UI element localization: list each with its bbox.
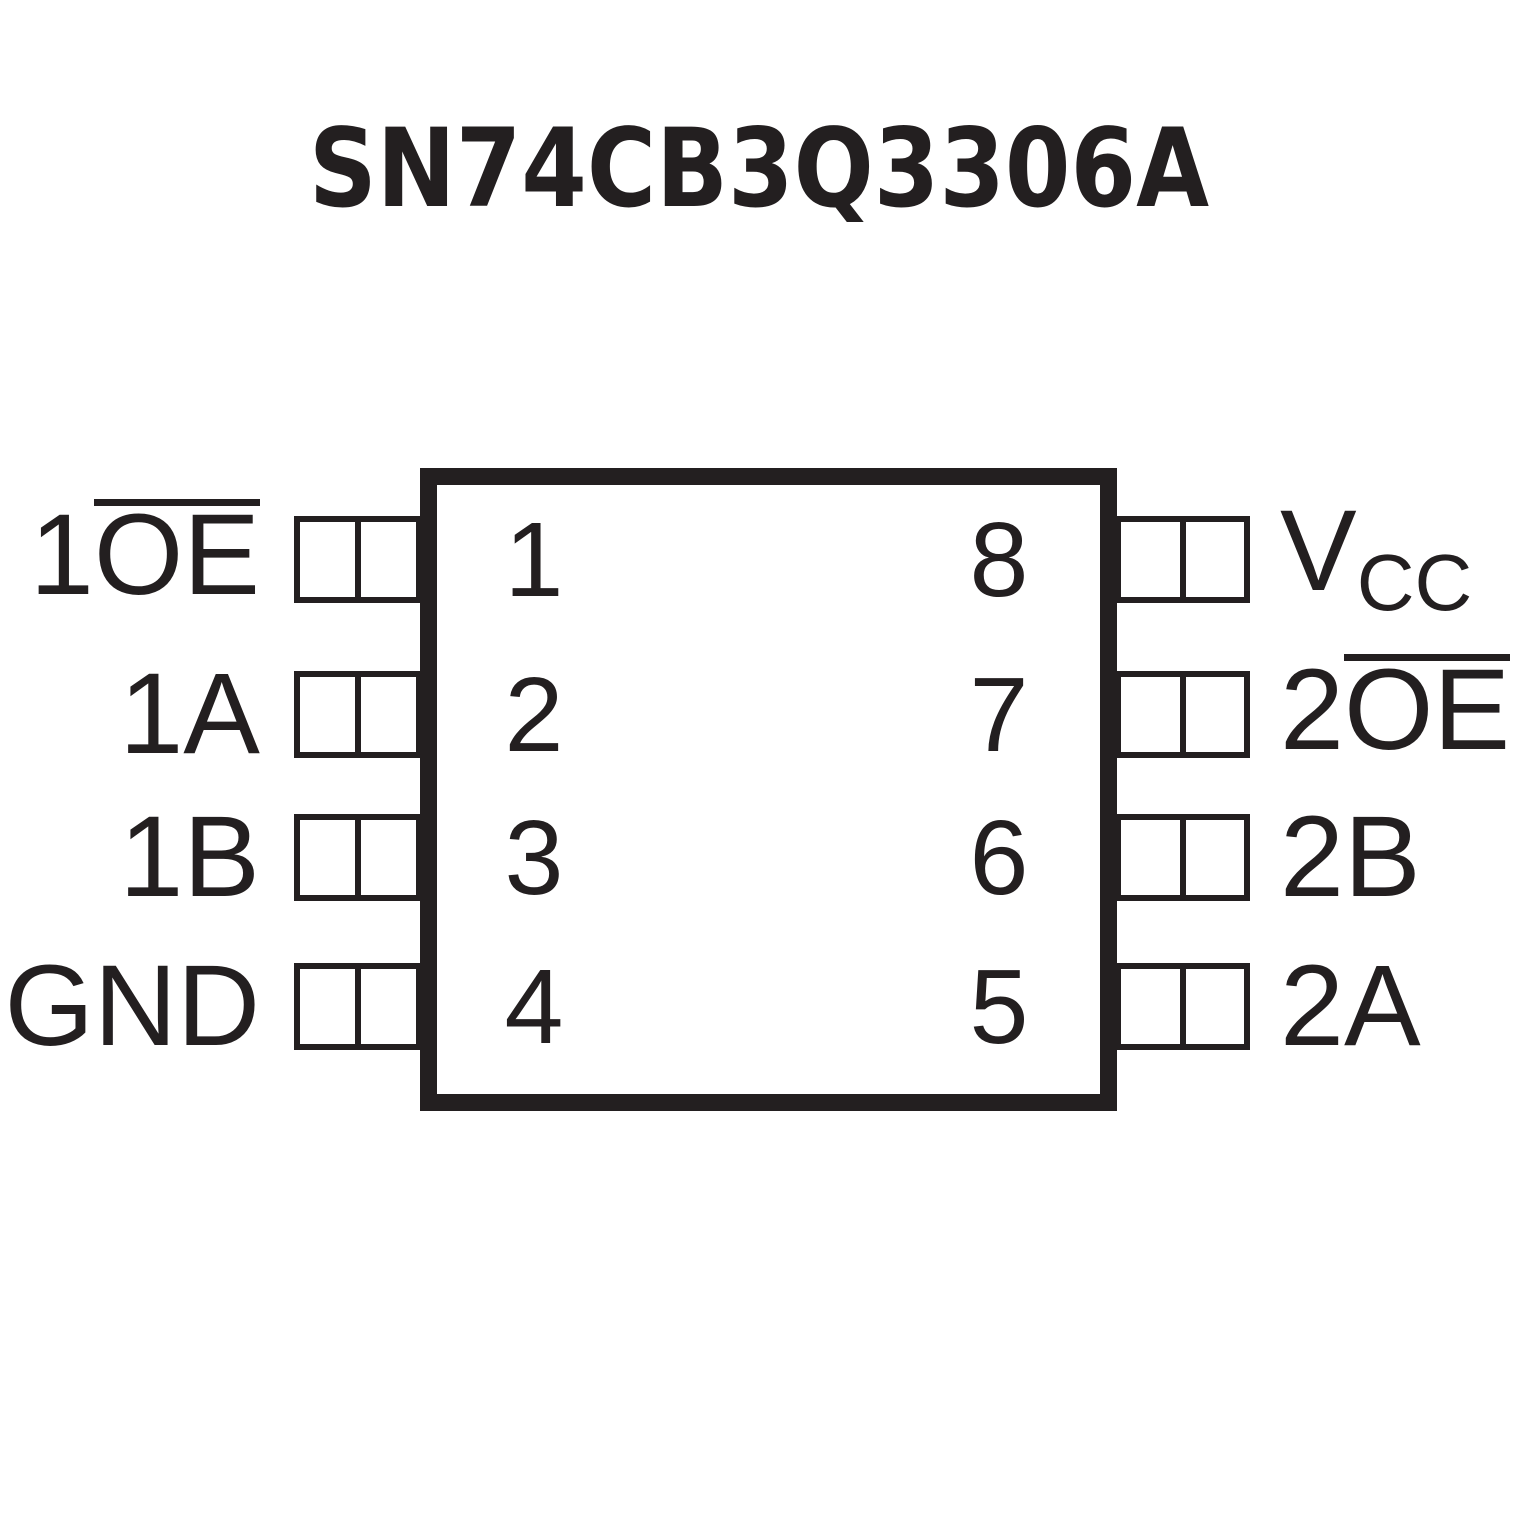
pin-label-gnd: GND [0,949,260,1064]
pin-number-2: 2 [504,655,564,774]
pin-label-text: 1A [119,650,260,778]
pin-pad-8 [1115,516,1250,603]
pin-pad-divider [1179,820,1186,895]
pin-pad-divider [1179,677,1186,752]
pin-label-2oe: 2OE [1280,653,1535,768]
pin-pad-divider [355,820,361,895]
pin-number-5: 5 [969,947,1029,1066]
pin-label-2a: 2A [1280,949,1535,1064]
pin-label-subscript: CC [1356,538,1473,627]
pin-pad-6 [1115,814,1250,901]
pin-label-2b: 2B [1280,800,1535,915]
pin-label-text: 2 [1280,646,1344,774]
pin-pad-divider [355,969,361,1044]
pin-label-text: 2B [1280,793,1421,921]
pin-label-overline-text: OE [93,491,260,619]
pin-pad-7 [1115,671,1250,758]
pin-pad-1 [294,516,422,603]
ic-package-outline [420,468,1117,1111]
pin-label-vcc: VCC [1280,494,1535,627]
pin-label-overline-text: OE [1343,646,1511,774]
pin-pad-divider [355,522,361,597]
pin-label-1b: 1B [0,800,260,915]
pin-label-1a: 1A [0,657,260,772]
pin-number-3: 3 [504,798,564,917]
pin-number-7: 7 [969,655,1029,774]
pin-pad-divider [1179,522,1186,597]
pin-label-text: GND [4,942,260,1070]
page-title: SN74CB3Q3306A [308,105,1210,232]
pin-pad-3 [294,814,422,901]
pin-number-4: 4 [504,947,564,1066]
pin-number-8: 8 [969,500,1029,619]
pin-label-text: 1B [119,793,260,921]
pin-label-text: 1 [29,491,94,619]
pin-label-1oe: 1OE [0,498,260,613]
pin-pad-divider [1179,969,1186,1044]
pin-pad-5 [1115,963,1250,1050]
pin-number-6: 6 [969,798,1029,917]
pin-number-1: 1 [504,500,564,619]
pin-pad-4 [294,963,422,1050]
pin-pad-2 [294,671,422,758]
pin-pad-divider [355,677,361,752]
pin-label-text: V [1280,487,1357,615]
pin-label-text: 2A [1280,942,1421,1070]
